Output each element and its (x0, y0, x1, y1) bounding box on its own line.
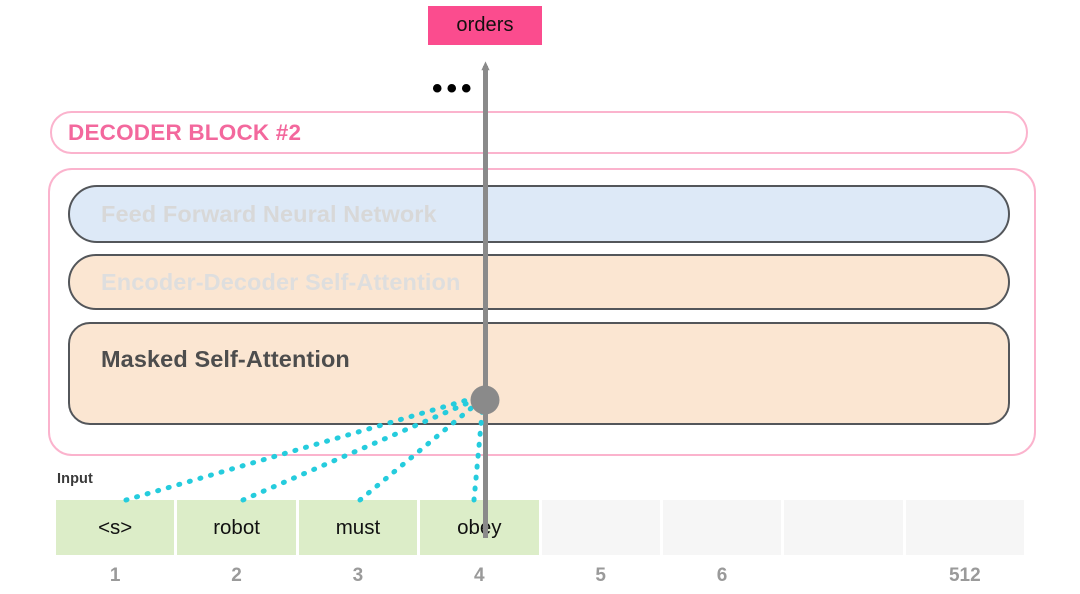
layer-feed-forward-neural-network: Feed Forward Neural Network (68, 185, 1010, 243)
position-index-label (784, 562, 902, 590)
output-token-badge: orders (428, 6, 542, 45)
position-index-label: 6 (716, 565, 728, 586)
position-index-label: 3 (352, 565, 364, 586)
layer-label-encoder-decoder: Encoder-Decoder Self-Attention (101, 268, 461, 295)
input-token-cell[interactable] (905, 500, 1024, 555)
output-token-label: orders (456, 14, 514, 36)
layer-label-ffnn: Feed Forward Neural Network (101, 200, 437, 227)
layer-masked-self-attention: Masked Self-Attention (68, 322, 1010, 425)
layer-encoder-decoder-self-attention: Encoder-Decoder Self-Attention (68, 254, 1010, 310)
position-index-label: 4 (474, 565, 485, 586)
input-token-cell[interactable] (784, 500, 903, 555)
layer-label-masked-self-attention: Masked Self-Attention (101, 346, 350, 372)
stacked-blocks-ellipsis: ••• (432, 72, 476, 105)
decoder-block-title-pill: DECODER BLOCK #2 (50, 111, 1028, 154)
input-token-cell[interactable] (662, 500, 782, 555)
input-token-cell[interactable]: <s> (56, 500, 175, 555)
input-token-cell[interactable]: robot (177, 500, 296, 555)
input-token-cell[interactable] (541, 500, 660, 555)
position-index-label: 1 (109, 565, 121, 586)
decoder-block-title: DECODER BLOCK #2 (68, 119, 302, 145)
input-caption: Input (57, 471, 93, 487)
position-index-label: 512 (948, 565, 981, 586)
position-index-label: 5 (595, 565, 606, 586)
input-token-cell[interactable]: obey (420, 500, 539, 555)
position-index-label: 2 (231, 565, 242, 586)
input-token-cell[interactable]: must (298, 500, 418, 555)
position-index-row: 1 2 3 4 5 6 512 (56, 562, 1024, 590)
